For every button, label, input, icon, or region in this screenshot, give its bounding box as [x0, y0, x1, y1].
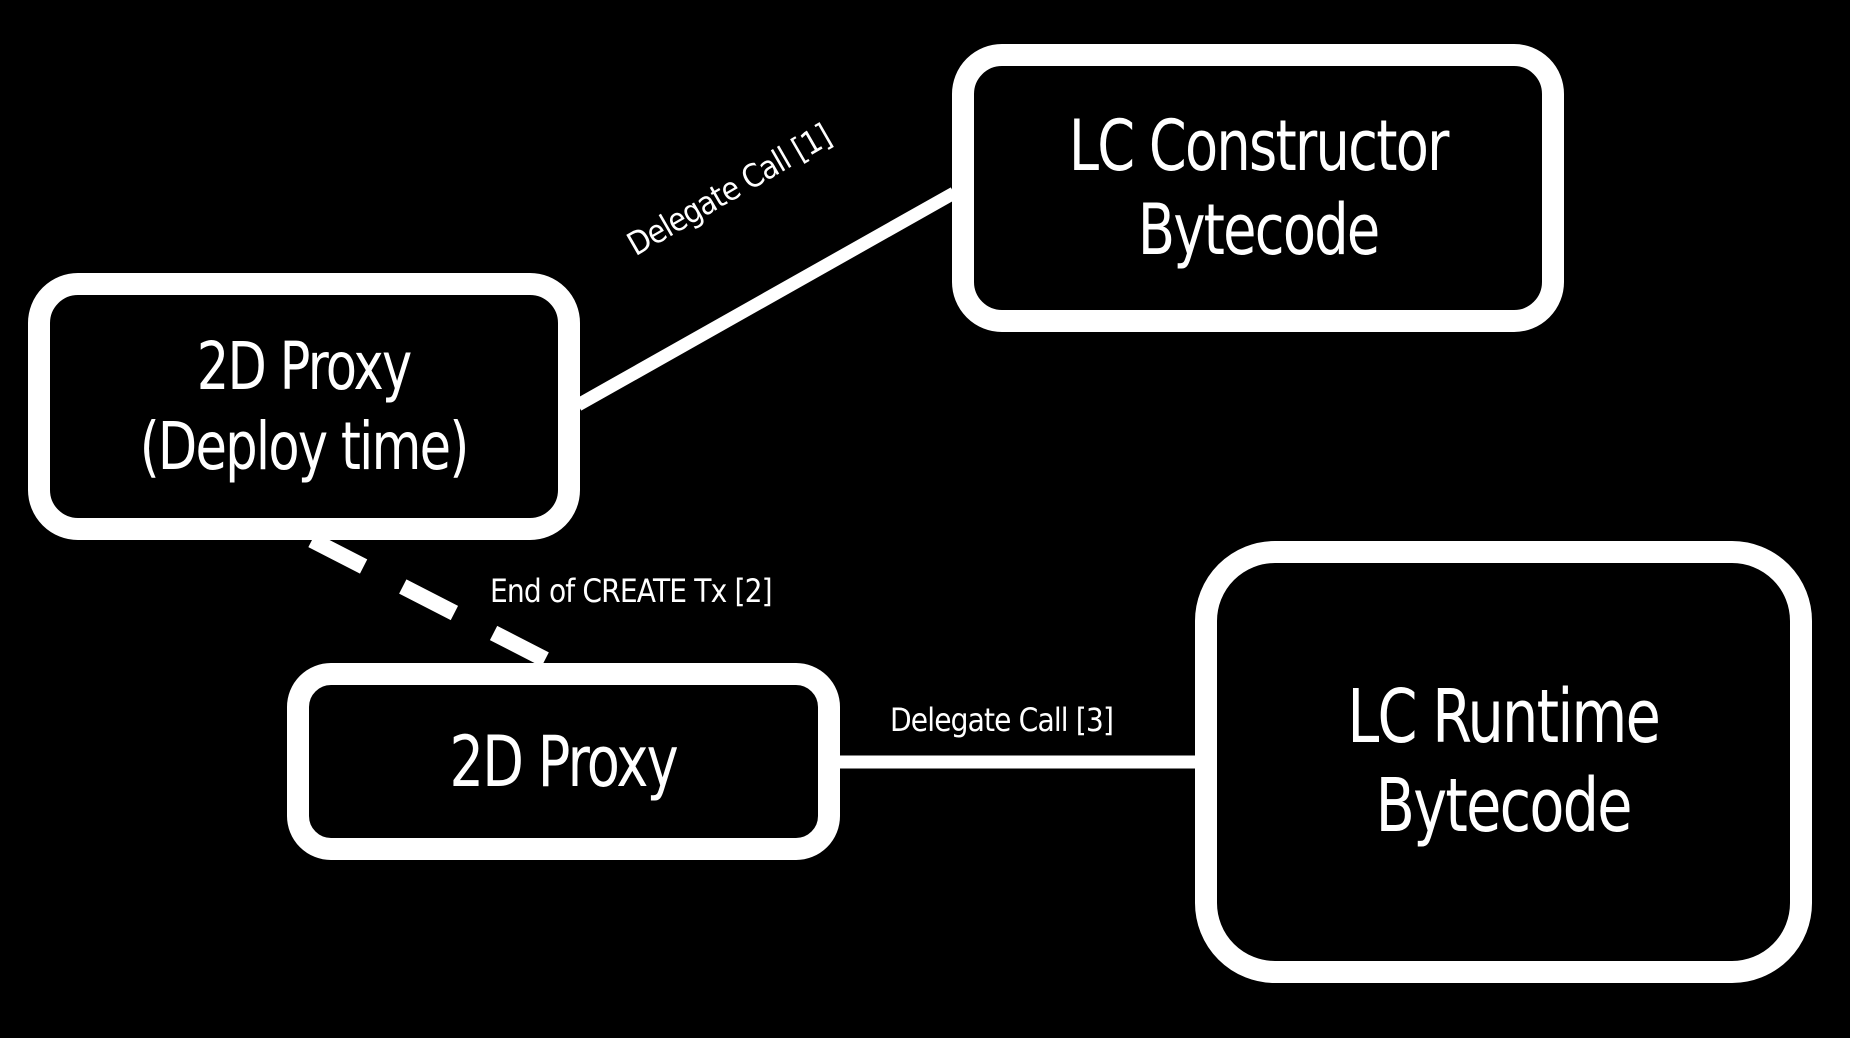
- node-label-line: 2D Proxy: [197, 328, 412, 406]
- edge-label-end-of-create-tx-2: End of CREATE Tx [2]: [490, 572, 773, 610]
- node-2d-proxy-deploy-time: 2D Proxy (Deploy time): [28, 273, 580, 540]
- node-2d-proxy: 2D Proxy: [287, 663, 840, 860]
- node-label-line: Bytecode: [1137, 189, 1380, 271]
- node-label: 2D Proxy: [449, 720, 679, 804]
- node-label-line: LC Constructor: [1068, 105, 1450, 187]
- node-label: LC Constructor Bytecode: [1068, 104, 1450, 272]
- node-label: 2D Proxy (Deploy time): [140, 327, 470, 485]
- edge-end-of-create-tx-2: [308, 532, 560, 673]
- edge-label-delegate-call-3: Delegate Call [3]: [890, 701, 1114, 739]
- node-label-line: Bytecode: [1375, 763, 1633, 849]
- node-lc-runtime-bytecode: LC Runtime Bytecode: [1195, 541, 1812, 983]
- node-label-line: (Deploy time): [140, 407, 470, 485]
- node-label-line: LC Runtime: [1347, 674, 1661, 761]
- edge-delegate-call-1: [574, 187, 958, 411]
- node-label-line: 2D Proxy: [449, 720, 679, 803]
- node-lc-constructor-bytecode: LC Constructor Bytecode: [952, 44, 1564, 332]
- node-label: LC Runtime Bytecode: [1347, 673, 1661, 851]
